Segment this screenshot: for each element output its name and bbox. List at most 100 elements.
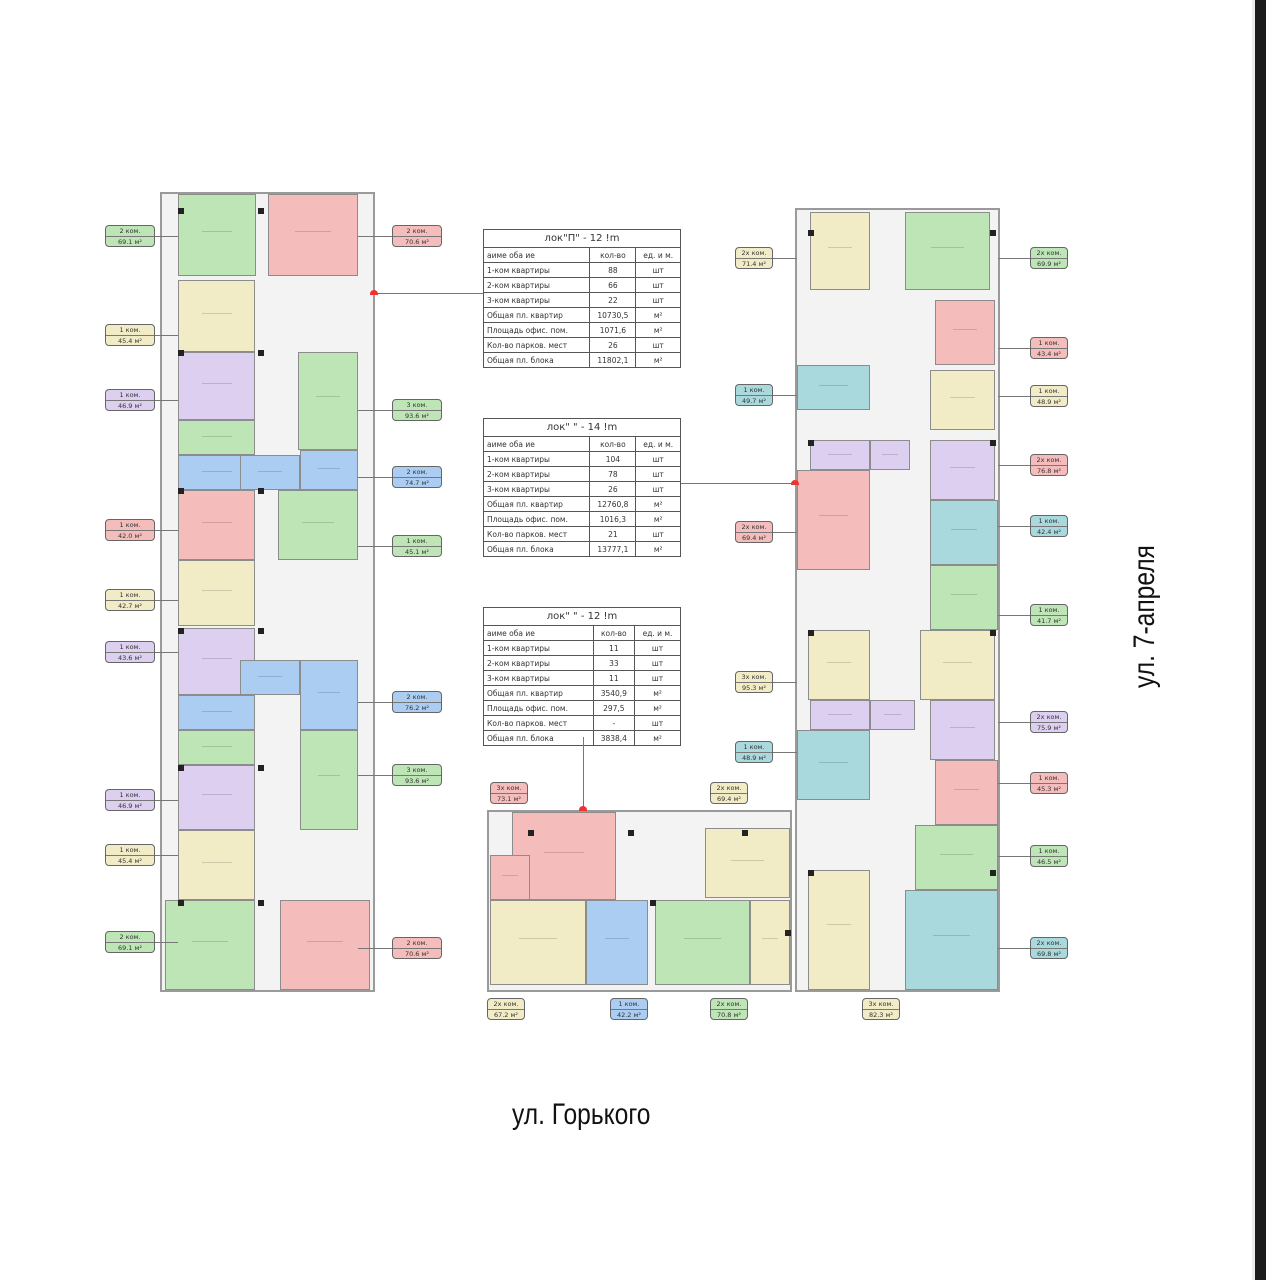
apartment-area: 69.1 м² [106, 236, 154, 247]
label-leader-line [143, 400, 178, 401]
apartment-label: 1 ком.49.7 м² [735, 384, 773, 406]
table-cell: шт [635, 451, 681, 467]
apartment-label: 2х ком.71.4 м² [735, 247, 773, 269]
apartment-label: 3 ком.93.6 м² [392, 399, 442, 421]
apartment-zone-pink [490, 855, 530, 900]
apartment-zone-pink [280, 900, 370, 990]
apartment-area: 82.3 м² [863, 1009, 899, 1020]
apartment-area: 45.4 м² [106, 855, 154, 866]
apartment-zone-yellow [705, 828, 790, 898]
table-cell: м² [635, 322, 681, 338]
structural-column [178, 765, 184, 771]
apartment-label: 1 ком.43.6 м² [105, 641, 155, 663]
label-leader-line [773, 682, 797, 683]
table-header-cell: аиме оба ие [482, 247, 591, 263]
table-title: лок" " - 14 !m [483, 418, 681, 437]
apartment-zone-purple [178, 352, 255, 420]
table-header-cell: аиме оба ие [483, 625, 594, 641]
table-cell: шт [635, 526, 681, 542]
table-cell: шт [635, 292, 681, 308]
apartment-zone-teal [797, 730, 870, 800]
apartment-area: 42.2 м² [611, 1009, 647, 1020]
apartment-rooms: 3 ком. [406, 401, 428, 409]
table-row: Кол-во парков. мест-шт [483, 715, 681, 731]
structural-column [178, 488, 184, 494]
table-cell: 11802,1 [589, 352, 637, 368]
table-title: лок"П" - 12 !m [483, 229, 681, 248]
label-leader-line [143, 335, 178, 336]
table-cell: Кол-во парков. мест [482, 337, 591, 353]
apartment-zone-blue [178, 695, 255, 730]
apartment-zone-blue [300, 660, 358, 730]
table-cell: 22 [589, 292, 637, 308]
apartment-rooms: 2х ком. [1036, 456, 1062, 464]
structural-column [808, 630, 814, 636]
table-title: лок" " - 12 !m [483, 607, 681, 626]
apartment-area: 76.2 м² [393, 702, 441, 713]
table-cell: 297,5 [592, 700, 636, 716]
apartment-zone-yellow [808, 630, 870, 700]
apartment-zone-teal [905, 890, 998, 990]
apartment-label: 2х ком.75.9 м² [1030, 711, 1068, 733]
apartment-rooms: 2х ком. [716, 1000, 742, 1008]
apartment-zone-pink [935, 760, 998, 825]
apartment-rooms: 2х ком. [716, 784, 742, 792]
structural-column [258, 628, 264, 634]
table-header-cell: ед. и м. [634, 625, 681, 641]
structural-column [990, 440, 996, 446]
apartment-area: 45.3 м² [1031, 783, 1067, 794]
apartment-rooms: 1 ком. [1038, 606, 1060, 614]
table-header-cell: ед. и м. [635, 247, 681, 263]
structural-column [178, 350, 184, 356]
table-cell: 88 [589, 262, 637, 278]
apartment-area: 69.1 м² [106, 942, 154, 953]
apartment-zone-pink [797, 470, 870, 570]
apartment-area: 70.6 м² [393, 948, 441, 959]
apartment-zone-green [655, 900, 750, 985]
apartment-label: 1 ком.48.9 м² [1030, 385, 1068, 407]
apartment-area: 48.9 м² [736, 752, 772, 763]
apartment-area: 70.6 м² [393, 236, 441, 247]
table-cell: 1-ком квартиры [483, 640, 594, 656]
apartment-rooms: 2 ком. [406, 939, 428, 947]
label-leader-line [998, 615, 1032, 616]
table-cell: шт [634, 670, 681, 686]
structural-column [990, 230, 996, 236]
apartment-zone-green [300, 730, 358, 830]
apartment-area: 46.5 м² [1031, 856, 1067, 867]
apartment-area: 46.9 м² [106, 800, 154, 811]
apartment-zone-green [930, 565, 998, 630]
label-leader-line [143, 600, 178, 601]
apartment-area: 69.4 м² [736, 532, 772, 543]
table-header-cell: кол-во [589, 436, 637, 452]
table-cell: Площадь офис. пом. [482, 322, 591, 338]
table-leader-line [373, 293, 483, 294]
structural-column [178, 900, 184, 906]
apartment-area: 69.8 м² [1031, 948, 1067, 959]
apartment-label: 2 ком.70.6 м² [392, 225, 442, 247]
table-cell: м² [635, 541, 681, 557]
apartment-area: 46.9 м² [106, 400, 154, 411]
table-cell: м² [634, 700, 681, 716]
table-cell: Площадь офис. пом. [482, 511, 591, 527]
table-cell: 21 [589, 526, 637, 542]
apartment-rooms: 2х ком. [1036, 249, 1062, 257]
apartment-zone-green [178, 730, 255, 765]
label-leader-line [998, 948, 1032, 949]
structural-column [808, 230, 814, 236]
apartment-zone-blue [240, 455, 300, 490]
apartment-rooms: 1 ком. [743, 743, 765, 751]
apartment-rooms: 1 ком. [119, 791, 141, 799]
apartment-label: 2 ком.76.2 м² [392, 691, 442, 713]
label-leader-line [773, 395, 797, 396]
